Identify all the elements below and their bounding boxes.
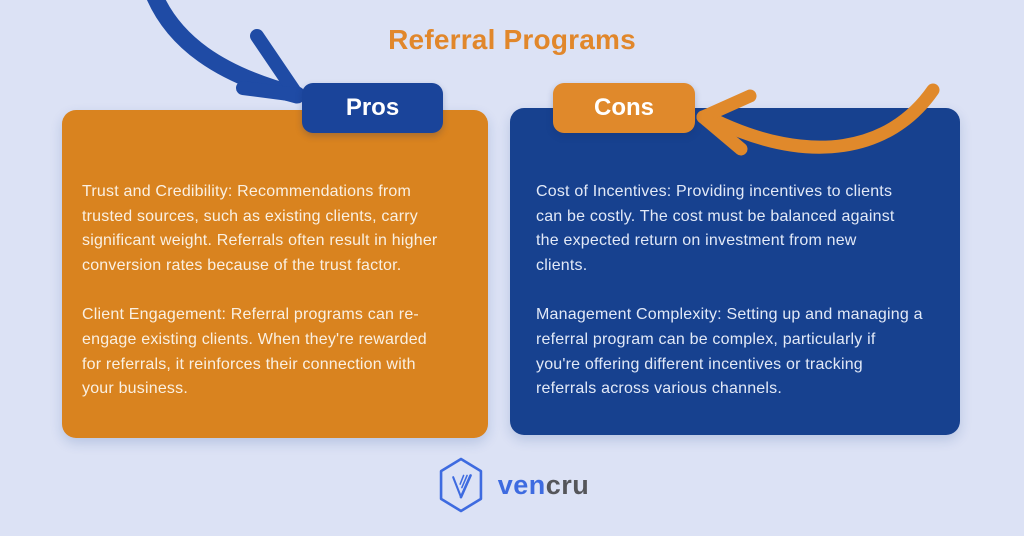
vencru-logo-icon: [439, 457, 482, 513]
cons-header-badge: Cons: [553, 83, 695, 133]
brand-ven-text: ven: [497, 469, 546, 500]
brand-cru-text: cru: [545, 469, 590, 500]
cons-paragraph-cost: Cost of Incentives: Providing incentives…: [536, 183, 895, 274]
cons-paragraph-complexity: Management Complexity: Setting up and ma…: [536, 306, 923, 398]
pros-card: Trust and Credibility: Recommendations f…: [62, 110, 488, 438]
pros-label: Pros: [345, 94, 400, 121]
cons-label: Cons: [594, 94, 654, 121]
footer-brand: vencru: [0, 456, 1024, 514]
page-title: Referral Programs: [388, 24, 636, 55]
pros-header-badge: Pros: [302, 83, 443, 133]
pros-paragraph-trust: Trust and Credibility: Recommendations f…: [82, 183, 438, 274]
orange-curved-arrow-icon: [696, 83, 940, 156]
cons-card: Cost of Incentives: Providing incentives…: [510, 108, 960, 435]
pros-paragraph-engagement: Client Engagement: Referral programs can…: [82, 306, 427, 398]
blue-curved-arrow-icon: [147, 0, 306, 104]
brand-wordmark: vencru: [498, 470, 590, 501]
